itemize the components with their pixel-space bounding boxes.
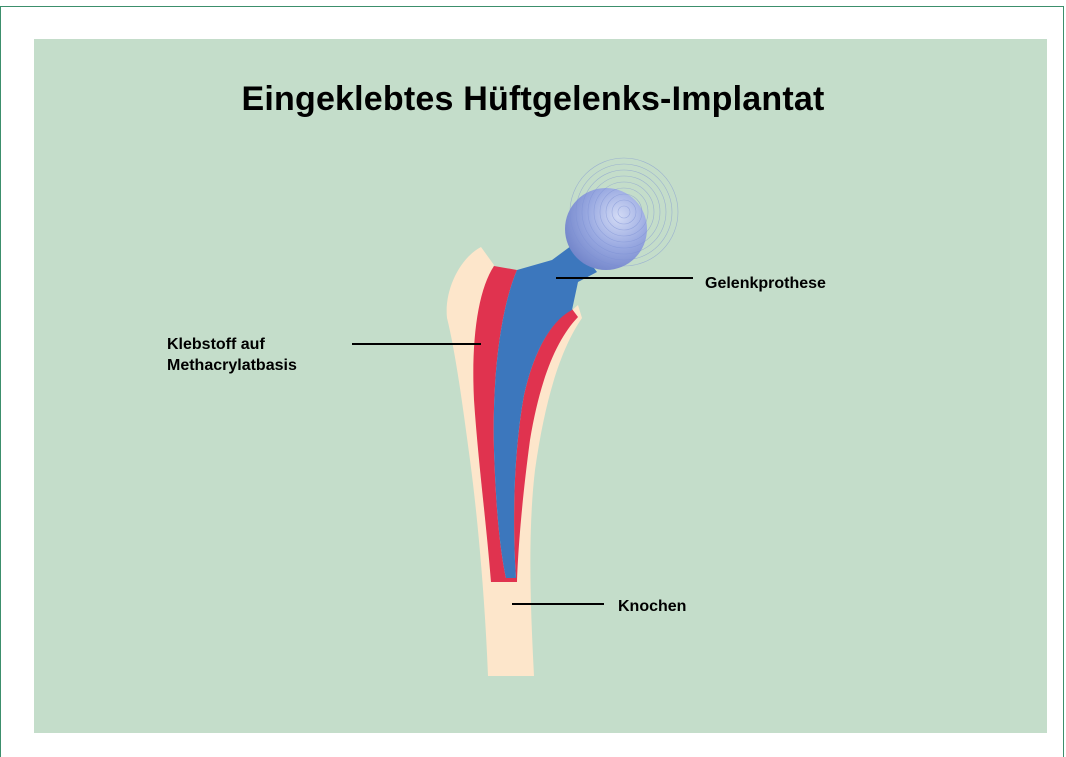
prosthesis-pointer-line xyxy=(556,277,693,279)
adhesive-label-line2: Methacrylatbasis xyxy=(167,355,297,376)
prosthesis-label: Gelenkprothese xyxy=(705,273,826,294)
adhesive-pointer-line xyxy=(352,343,481,345)
bone-pointer-line xyxy=(512,603,604,605)
adhesive-label: Klebstoff auf Methacrylatbasis xyxy=(167,334,297,376)
adhesive-label-line1: Klebstoff auf xyxy=(167,334,297,355)
bone-label: Knochen xyxy=(618,596,686,617)
